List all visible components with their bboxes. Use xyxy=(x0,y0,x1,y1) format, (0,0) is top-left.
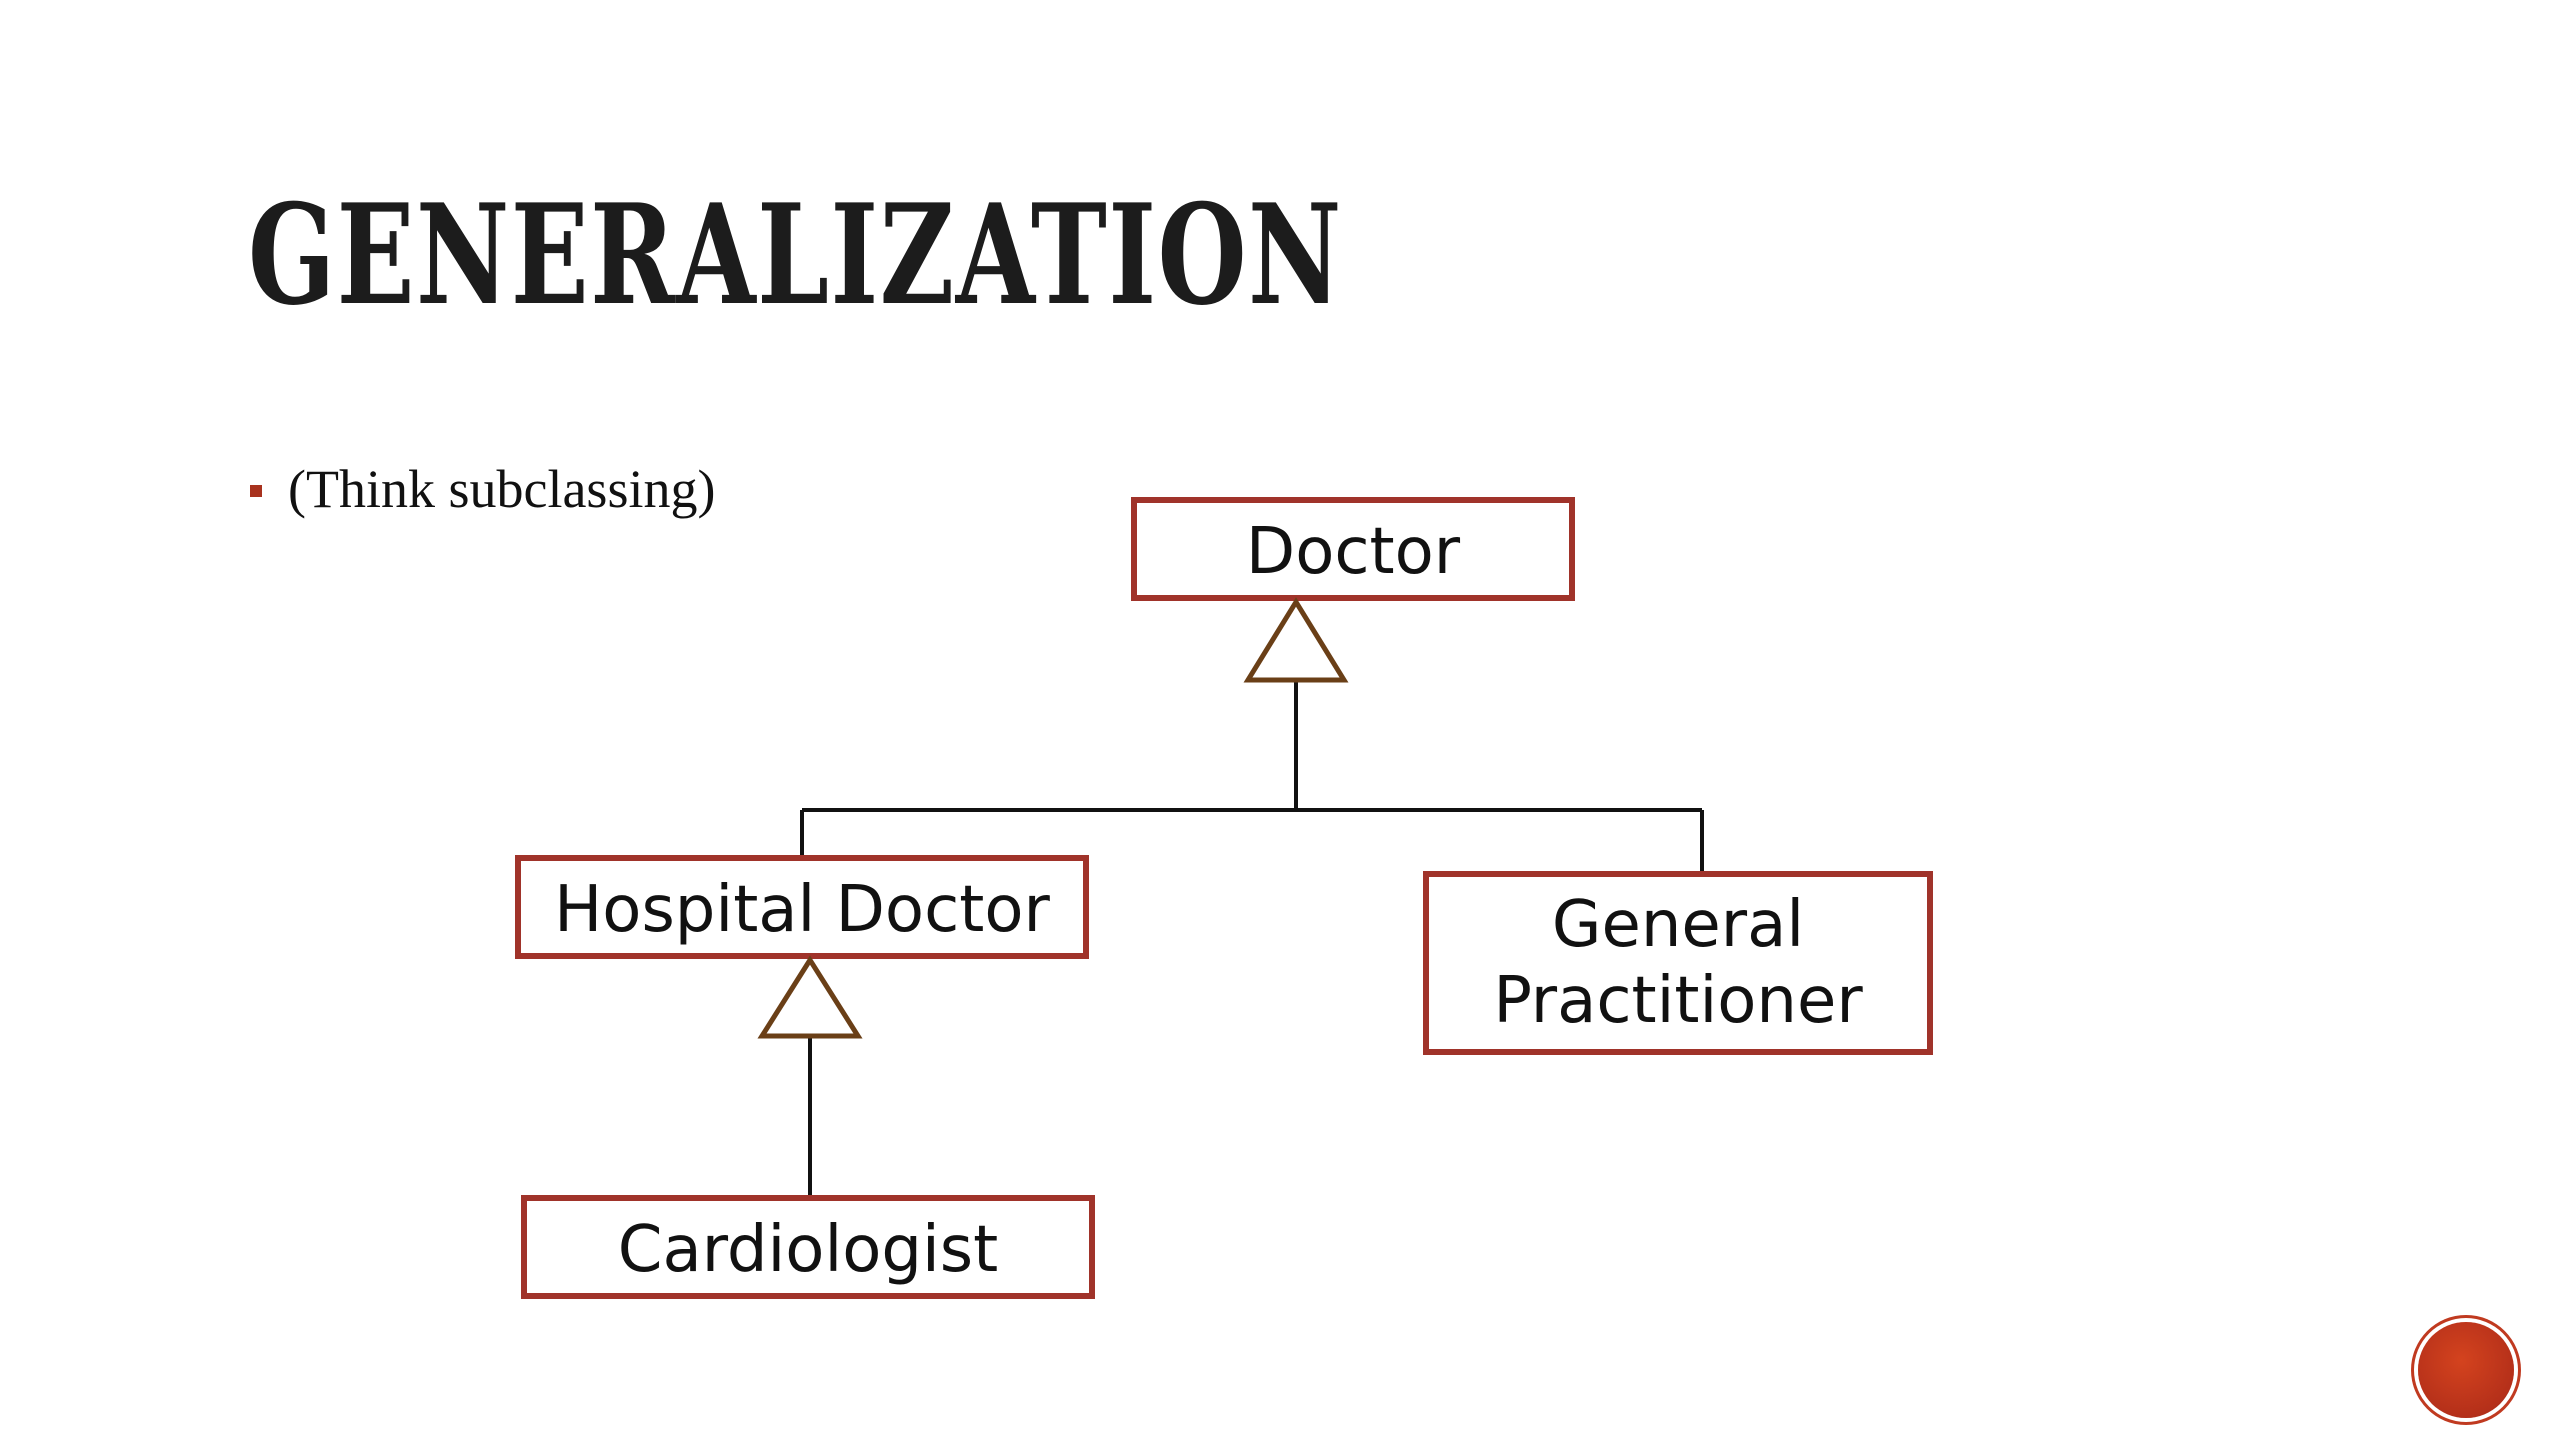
class-box-hospital-doctor: Hospital Doctor xyxy=(515,855,1089,959)
generalization-arrow-icon xyxy=(1243,597,1349,683)
generalization-arrow-icon xyxy=(757,955,863,1039)
class-label-doctor: Doctor xyxy=(1246,515,1461,589)
class-label-cardiologist: Cardiologist xyxy=(618,1213,998,1287)
bullet-item: (Think subclassing) xyxy=(250,458,715,520)
class-box-general-practitioner: General Practitioner xyxy=(1423,871,1933,1055)
class-label-general-practitioner-line2: Practitioner xyxy=(1493,964,1863,1038)
connectors xyxy=(800,680,1704,1198)
bullet-square-icon xyxy=(250,485,262,497)
class-label-general-practitioner-line1: General xyxy=(1552,888,1804,962)
bullet-text: (Think subclassing) xyxy=(288,459,716,519)
class-box-cardiologist: Cardiologist xyxy=(521,1195,1095,1299)
class-box-doctor: Doctor xyxy=(1131,497,1575,601)
slide-title: GENERALIZATION xyxy=(248,173,1343,336)
corner-logo-icon xyxy=(2418,1322,2514,1418)
class-label-hospital-doctor: Hospital Doctor xyxy=(554,873,1050,947)
